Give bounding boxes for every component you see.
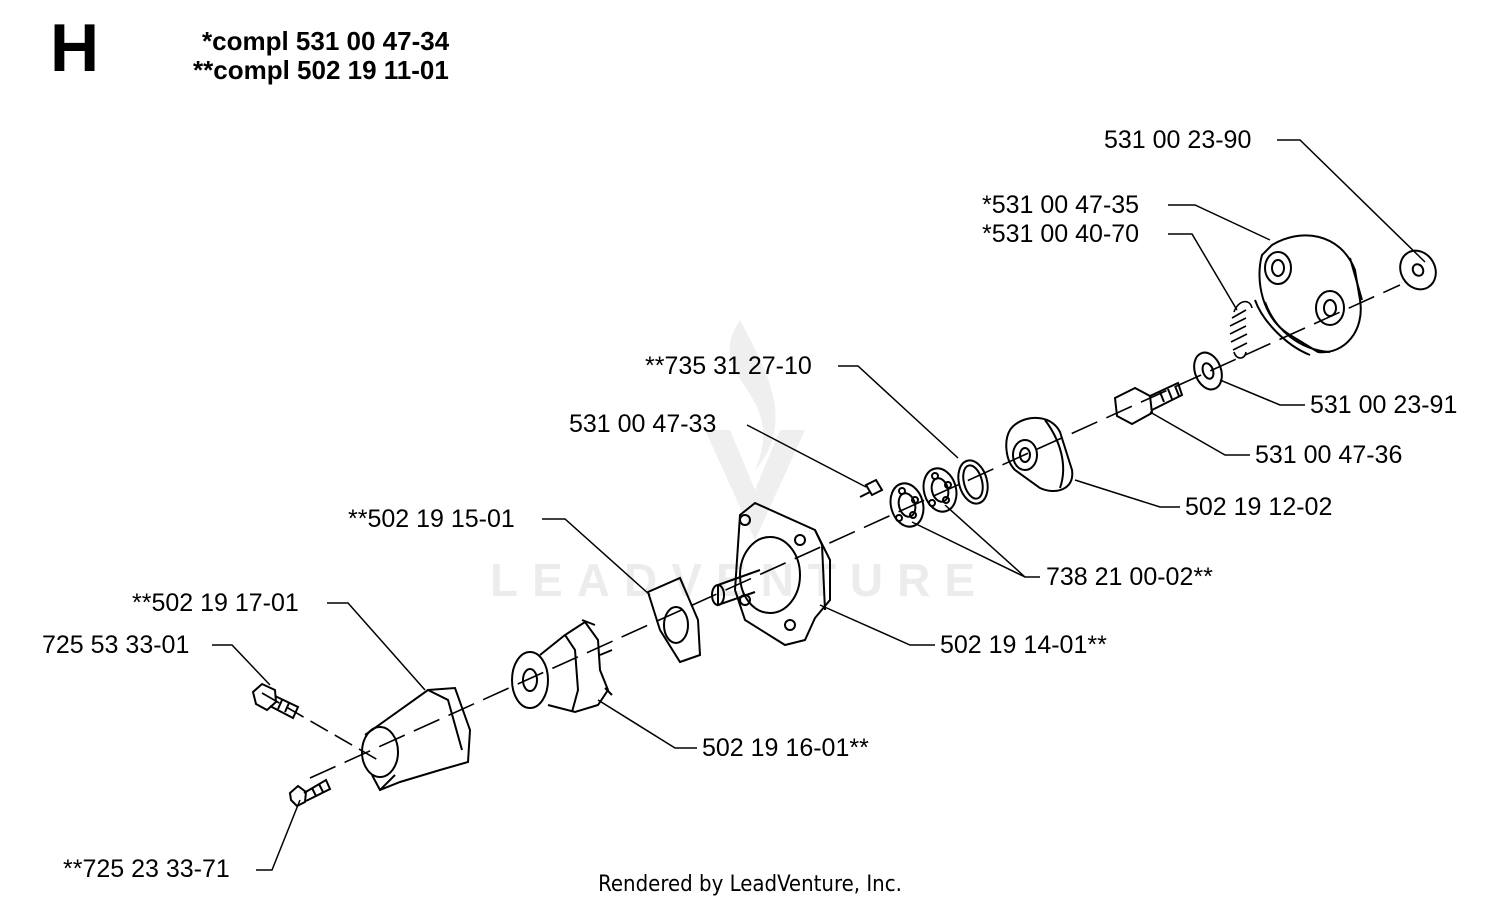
washer-part (1399, 249, 1437, 291)
part-label[interactable]: 725 53 33-01 (42, 631, 190, 659)
part-label[interactable]: **735 31 27-10 (645, 352, 812, 380)
bevel-gear-part (511, 619, 613, 714)
spring-part (1229, 300, 1253, 359)
section-letter: H (50, 10, 100, 86)
washer-part-2 (1193, 351, 1223, 391)
part-label[interactable]: **502 19 17-01 (132, 589, 299, 617)
bearing-part-1 (922, 467, 958, 513)
part-label[interactable]: 502 19 16-01** (702, 734, 869, 762)
gear-housing-part (711, 501, 831, 647)
small-screw-part (859, 478, 884, 498)
retaining-ring-part (957, 459, 989, 505)
housing-cover-part (361, 686, 472, 792)
part-label[interactable]: 531 00 23-91 (1310, 391, 1458, 419)
part-label[interactable]: **502 19 15-01 (348, 505, 515, 533)
complete-set-label-2: **compl 502 19 11-01 (193, 55, 449, 85)
complete-set-label-1: *compl 531 00 47-34 (202, 26, 450, 56)
shoulder-bolt-part (1113, 381, 1184, 426)
leader-lines (212, 139, 1426, 871)
screw-part-2 (288, 778, 332, 808)
clutch-shoes-part (1254, 234, 1363, 356)
part-label[interactable]: 531 00 47-36 (1255, 441, 1403, 469)
part-label[interactable]: *531 00 47-35 (982, 191, 1140, 219)
screw-part-1 (251, 682, 300, 720)
screw-axis (261, 692, 379, 761)
part-label[interactable]: 531 00 47-33 (569, 410, 717, 438)
thrust-washer-part (646, 576, 702, 664)
part-label[interactable]: 531 00 23-90 (1104, 126, 1252, 154)
part-label[interactable]: 502 19 12-02 (1185, 493, 1333, 521)
footer-credit: Rendered by LeadVenture, Inc. (598, 872, 902, 897)
part-label[interactable]: *531 00 40-70 (982, 220, 1140, 248)
clutch-drum-part (1005, 416, 1074, 492)
center-axis (309, 284, 1401, 779)
part-label[interactable]: 738 21 00-02** (1046, 563, 1213, 591)
part-label[interactable]: 502 19 14-01** (940, 631, 1107, 659)
part-label[interactable]: **725 23 33-71 (63, 855, 230, 883)
bearing-part-2 (889, 482, 925, 528)
